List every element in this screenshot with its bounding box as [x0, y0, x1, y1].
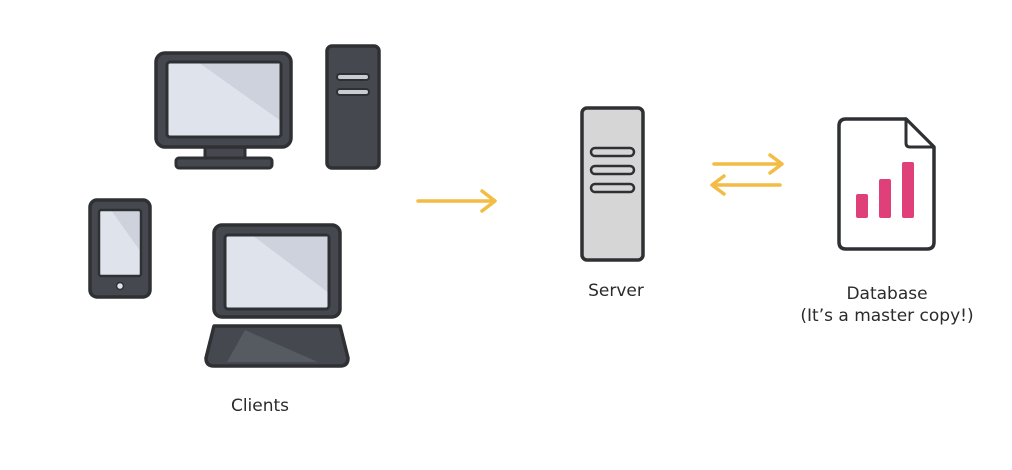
tower-pc-icon [325, 44, 381, 170]
database-label-title: Database [846, 284, 928, 304]
server-database-sync-arrows [710, 153, 784, 196]
laptop-icon [204, 223, 350, 368]
database-document-icon [837, 117, 936, 251]
smartphone-icon [88, 198, 152, 299]
database-label: Database (It’s a master copy!) [780, 283, 994, 327]
clients-to-server-arrow [416, 189, 497, 213]
clients-label: Clients [230, 396, 290, 416]
server-rack-icon [580, 106, 645, 262]
desktop-monitor-icon [154, 51, 293, 170]
chart-bar [902, 162, 914, 218]
chart-bar [856, 194, 868, 218]
chart-bar [879, 179, 891, 218]
database-label-note: (It’s a master copy!) [800, 306, 974, 326]
server-label: Server [588, 281, 644, 301]
